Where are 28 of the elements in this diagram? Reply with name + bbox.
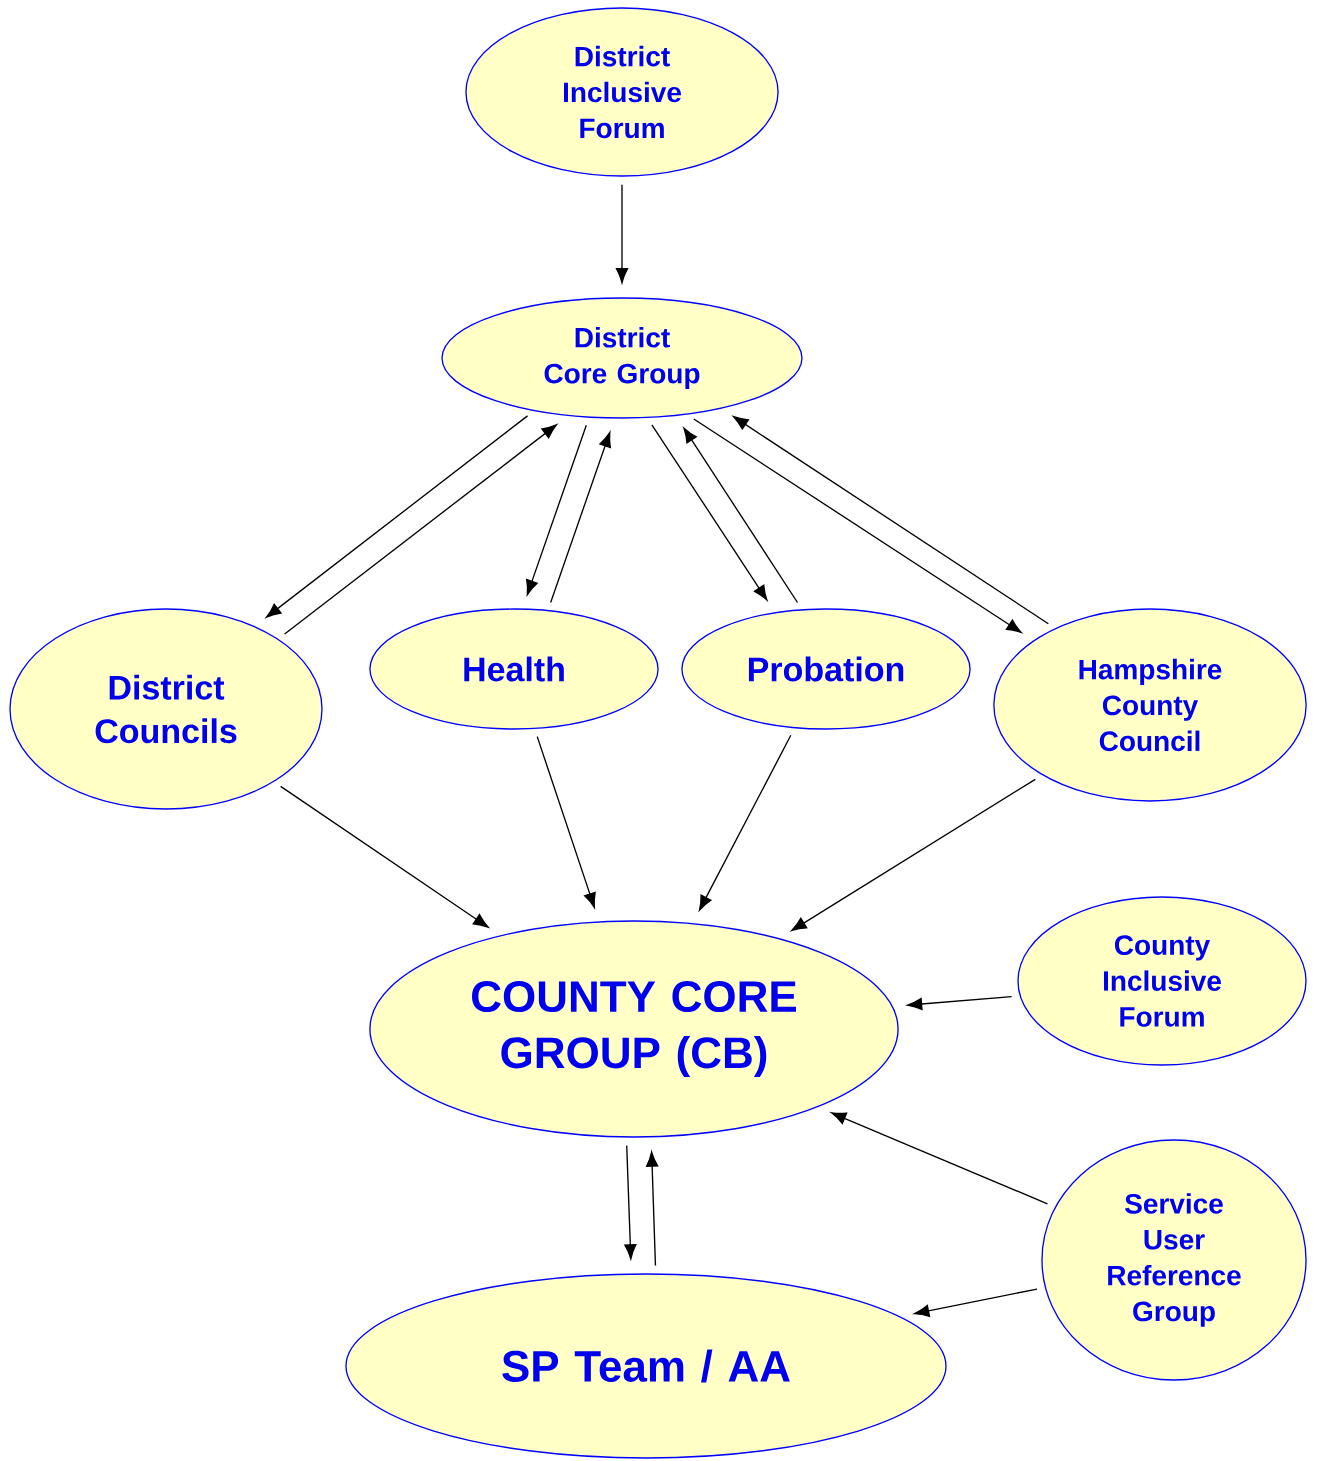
- ellipse-node: District Councils: [9, 608, 323, 810]
- arrow: [265, 415, 529, 618]
- arrow: [624, 1144, 637, 1260]
- ellipse-node: Health: [369, 608, 659, 730]
- ellipse-node: COUNTY CORE GROUP (CB): [369, 920, 899, 1138]
- arrow: [698, 734, 792, 911]
- ellipse-node: Probation: [681, 608, 971, 730]
- arrow: [283, 424, 558, 635]
- arrow: [906, 995, 1013, 1011]
- ellipse-node: District Core Group: [441, 297, 803, 419]
- arrow: [651, 424, 768, 601]
- ellipse-node: Service User Reference Group: [1041, 1139, 1307, 1381]
- arrow: [615, 184, 629, 284]
- arrow: [280, 785, 489, 928]
- arrow: [791, 778, 1036, 932]
- ellipse-node: SP Team / AA: [345, 1273, 947, 1459]
- ellipse-node: District Inclusive Forum: [465, 7, 779, 177]
- ellipse-node: County Inclusive Forum: [1017, 896, 1307, 1066]
- arrow: [645, 1151, 659, 1267]
- arrow: [550, 431, 611, 604]
- arrow: [830, 1112, 1049, 1205]
- arrow: [914, 1288, 1038, 1317]
- arrow: [733, 416, 1049, 625]
- arrow: [683, 427, 799, 604]
- arrow: [536, 735, 596, 909]
- ellipse-node: Hampshire County Council: [993, 608, 1307, 802]
- arrow: [526, 424, 587, 596]
- arrow: [693, 418, 1022, 634]
